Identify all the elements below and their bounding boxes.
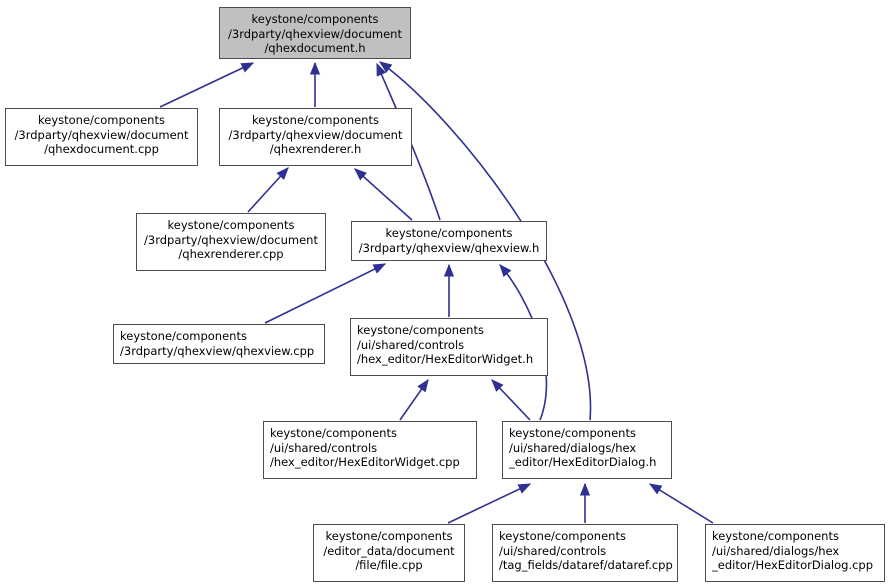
- graph-node-label-line: /ui/shared/controls: [270, 440, 378, 455]
- graph-node-label-line: /ui/shared/controls: [357, 337, 465, 352]
- graph-node-file-cpp[interactable]: keystone/components/editor_data/document…: [313, 524, 465, 582]
- graph-node-qhexview-h[interactable]: keystone/components/3rdparty/qhexview/qh…: [351, 221, 547, 261]
- graph-node-label-line: /3rdparty/qhexview/qhexview.cpp: [120, 343, 315, 358]
- graph-node-label-line: keystone/components: [509, 426, 636, 440]
- graph-node-label-line: /3rdparty/qhexview/document: [14, 127, 189, 142]
- graph-node-label-line: /qhexrenderer.cpp: [178, 247, 284, 262]
- graph-node-label-line: /hex_editor/HexEditorWidget.cpp: [270, 455, 460, 470]
- graph-node-label-line: /ui/shared/dialogs/hex: [509, 440, 637, 455]
- graph-node-label-line: _editor/HexEditorDialog.cpp: [712, 558, 874, 573]
- graph-node-label-line: /qhexdocument.h: [264, 41, 366, 56]
- graph-node-hexeditorwidget-cpp[interactable]: keystone/components/ui/shared/controls/h…: [263, 421, 477, 479]
- graph-node-qhexrenderer-cpp[interactable]: keystone/components/3rdparty/qhexview/do…: [136, 213, 326, 271]
- graph-node-hexeditorwidget-h[interactable]: keystone/components/ui/shared/controls/h…: [350, 318, 548, 376]
- graph-node-label-line: /hex_editor/HexEditorWidget.h: [357, 352, 534, 367]
- graph-node-label-line: /3rdparty/qhexview/document: [144, 232, 318, 247]
- graph-node-label-line: /file/file.cpp: [355, 558, 423, 573]
- graph-node-qhexdocument-h[interactable]: keystone/components/3rdparty/qhexview/do…: [219, 7, 411, 59]
- graph-node-label-line: /3rdparty/qhexview/qhexview.h: [358, 240, 540, 255]
- graph-node-label-line: keystone/components: [385, 226, 513, 240]
- graph-edge: [247, 167, 289, 213]
- graph-node-label-line: keystone/components: [270, 426, 397, 440]
- graph-node-label-line: keystone/components: [167, 218, 295, 232]
- graph-node-dataref-cpp[interactable]: keystone/components/ui/shared/controls/t…: [492, 524, 678, 582]
- graph-node-label-line: _editor/HexEditorDialog.h: [509, 455, 657, 470]
- graph-node-label-line: keystone/components: [499, 529, 626, 543]
- graph-node-label-line: /ui/shared/dialogs/hex: [712, 543, 840, 558]
- graph-node-label-line: /ui/shared/controls: [499, 543, 607, 558]
- graph-node-label-line: /qhexdocument.cpp: [44, 142, 159, 157]
- graph-node-label-line: keystone/components: [712, 529, 839, 543]
- graph-node-qhexrenderer-h[interactable]: keystone/components/3rdparty/qhexview/do…: [219, 108, 412, 166]
- graph-node-label-line: keystone/components: [252, 113, 379, 127]
- graph-node-label-line: /editor_data/document: [323, 543, 455, 558]
- graph-node-label-line: keystone/components: [120, 329, 247, 343]
- graph-node-label-line: /tag_fields/dataref/dataref.cpp: [499, 558, 673, 573]
- graph-edge: [264, 263, 387, 324]
- graph-edge: [399, 378, 429, 421]
- graph-edge: [159, 62, 255, 108]
- graph-node-label-line: /qhexrenderer.h: [269, 142, 362, 157]
- graph-edge: [648, 483, 714, 524]
- graph-node-label-line: keystone/components: [38, 113, 165, 127]
- graph-edge: [491, 379, 531, 421]
- graph-node-hexeditordialog-h[interactable]: keystone/components/ui/shared/dialogs/he…: [502, 421, 672, 479]
- graph-node-qhexview-cpp[interactable]: keystone/components/3rdparty/qhexview/qh…: [113, 324, 325, 364]
- graph-node-qhexdocument-cpp[interactable]: keystone/components/3rdparty/qhexview/do…: [5, 108, 198, 166]
- graph-node-label-line: keystone/components: [325, 529, 453, 543]
- graph-node-label-line: /3rdparty/qhexview/document: [228, 127, 403, 142]
- graph-edge: [354, 168, 413, 221]
- graph-node-label-line: /3rdparty/qhexview/document: [228, 26, 402, 41]
- graph-node-label-line: keystone/components: [251, 12, 379, 26]
- graph-edge: [447, 483, 532, 524]
- graph-node-hexeditordialog-cpp[interactable]: keystone/components/ui/shared/dialogs/he…: [705, 524, 885, 582]
- graph-node-label-line: keystone/components: [357, 323, 484, 337]
